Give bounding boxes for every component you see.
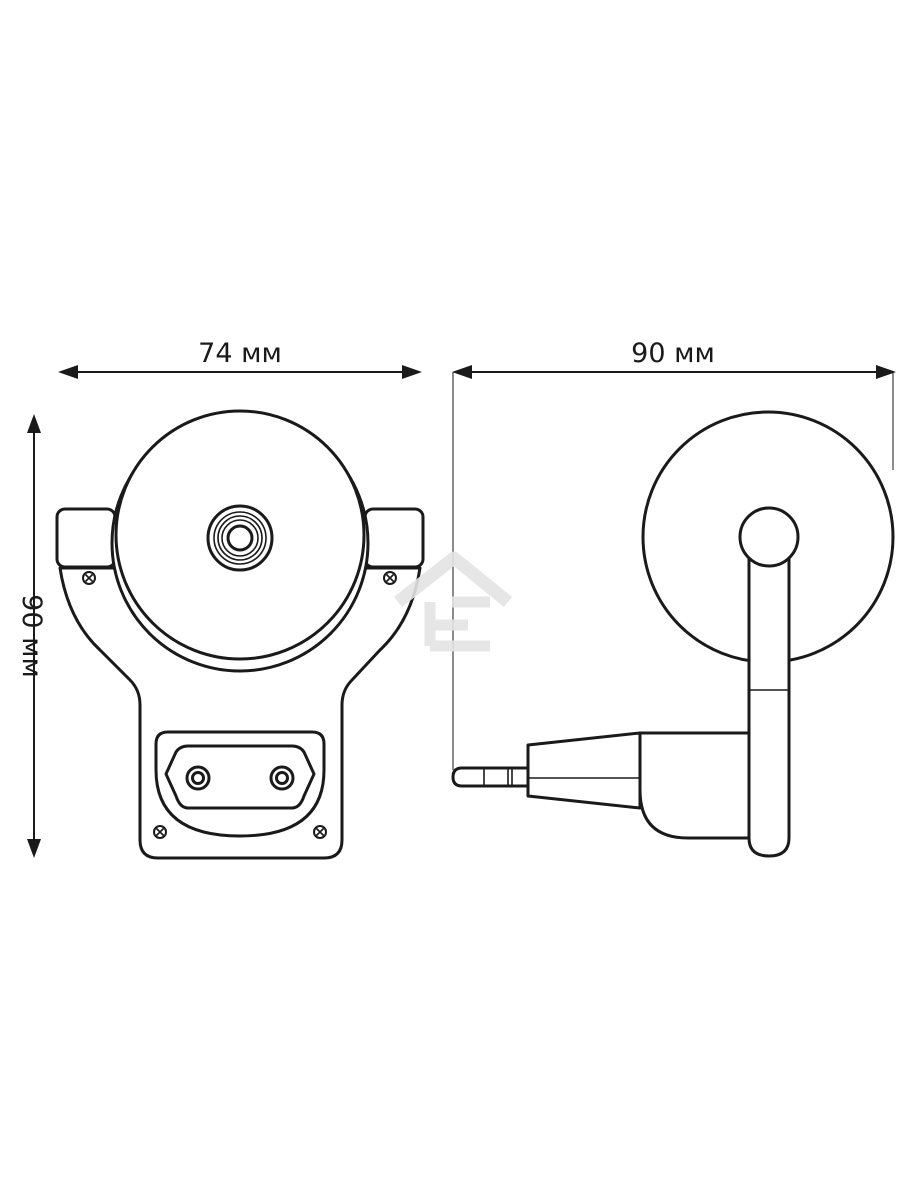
front-view [55,409,425,860]
right-tab [363,507,425,569]
socket-hole-icon [269,765,295,791]
side-depth-label: 90 мм [631,338,715,369]
euro-socket-face [164,744,316,810]
front-backplate [58,566,422,860]
plug-body [526,731,642,810]
side-stem [747,553,791,858]
side-view [451,410,895,858]
side-depth-dimension: 90 мм [452,338,896,770]
front-height-label: 90 мм [16,594,47,678]
sensor-lens-icon [206,504,274,572]
house-logo-icon [393,551,513,652]
screw-icon [383,571,397,585]
pivot-knob [738,506,800,568]
plug-housing [638,731,751,840]
screw-icon [313,825,327,839]
front-height-dimension: 90 мм [16,414,47,858]
plug-pin [451,766,530,788]
left-tab [55,507,117,569]
front-width-dimension: 74 мм [58,338,422,379]
screw-icon [82,571,96,585]
screw-icon [153,825,167,839]
front-width-label: 74 мм [198,338,282,369]
socket-hole-icon [185,765,211,791]
